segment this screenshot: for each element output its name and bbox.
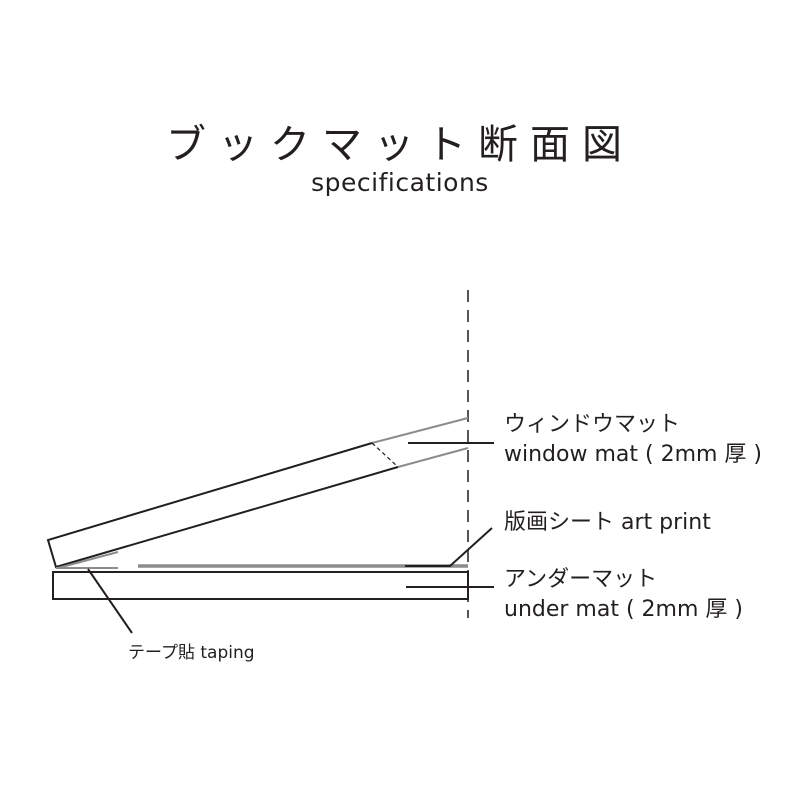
page-subtitle: specifications	[311, 168, 489, 197]
window-mat-board	[46, 417, 469, 569]
under-mat-label: アンダーマット under mat ( 2mm 厚 )	[504, 565, 743, 625]
under-mat-label-jp: アンダーマット	[504, 567, 658, 592]
window-mat-label-jp: ウィンドウマット	[504, 412, 681, 437]
window-mat-label: ウィンドウマット window mat ( 2mm 厚 )	[504, 410, 762, 470]
taping-label: テープ貼 taping	[128, 643, 255, 663]
taping-leader	[87, 568, 133, 634]
art-print-label: 版画シート art print	[504, 510, 711, 535]
page-title: ブックマット断面図	[166, 122, 634, 168]
window-mat-label-en: window mat ( 2mm 厚 )	[504, 442, 762, 467]
under-mat-label-en: under mat ( 2mm 厚 )	[504, 597, 743, 622]
tape-strips	[56, 551, 119, 569]
art-print-leader	[405, 527, 493, 567]
under-mat-board	[52, 571, 469, 600]
